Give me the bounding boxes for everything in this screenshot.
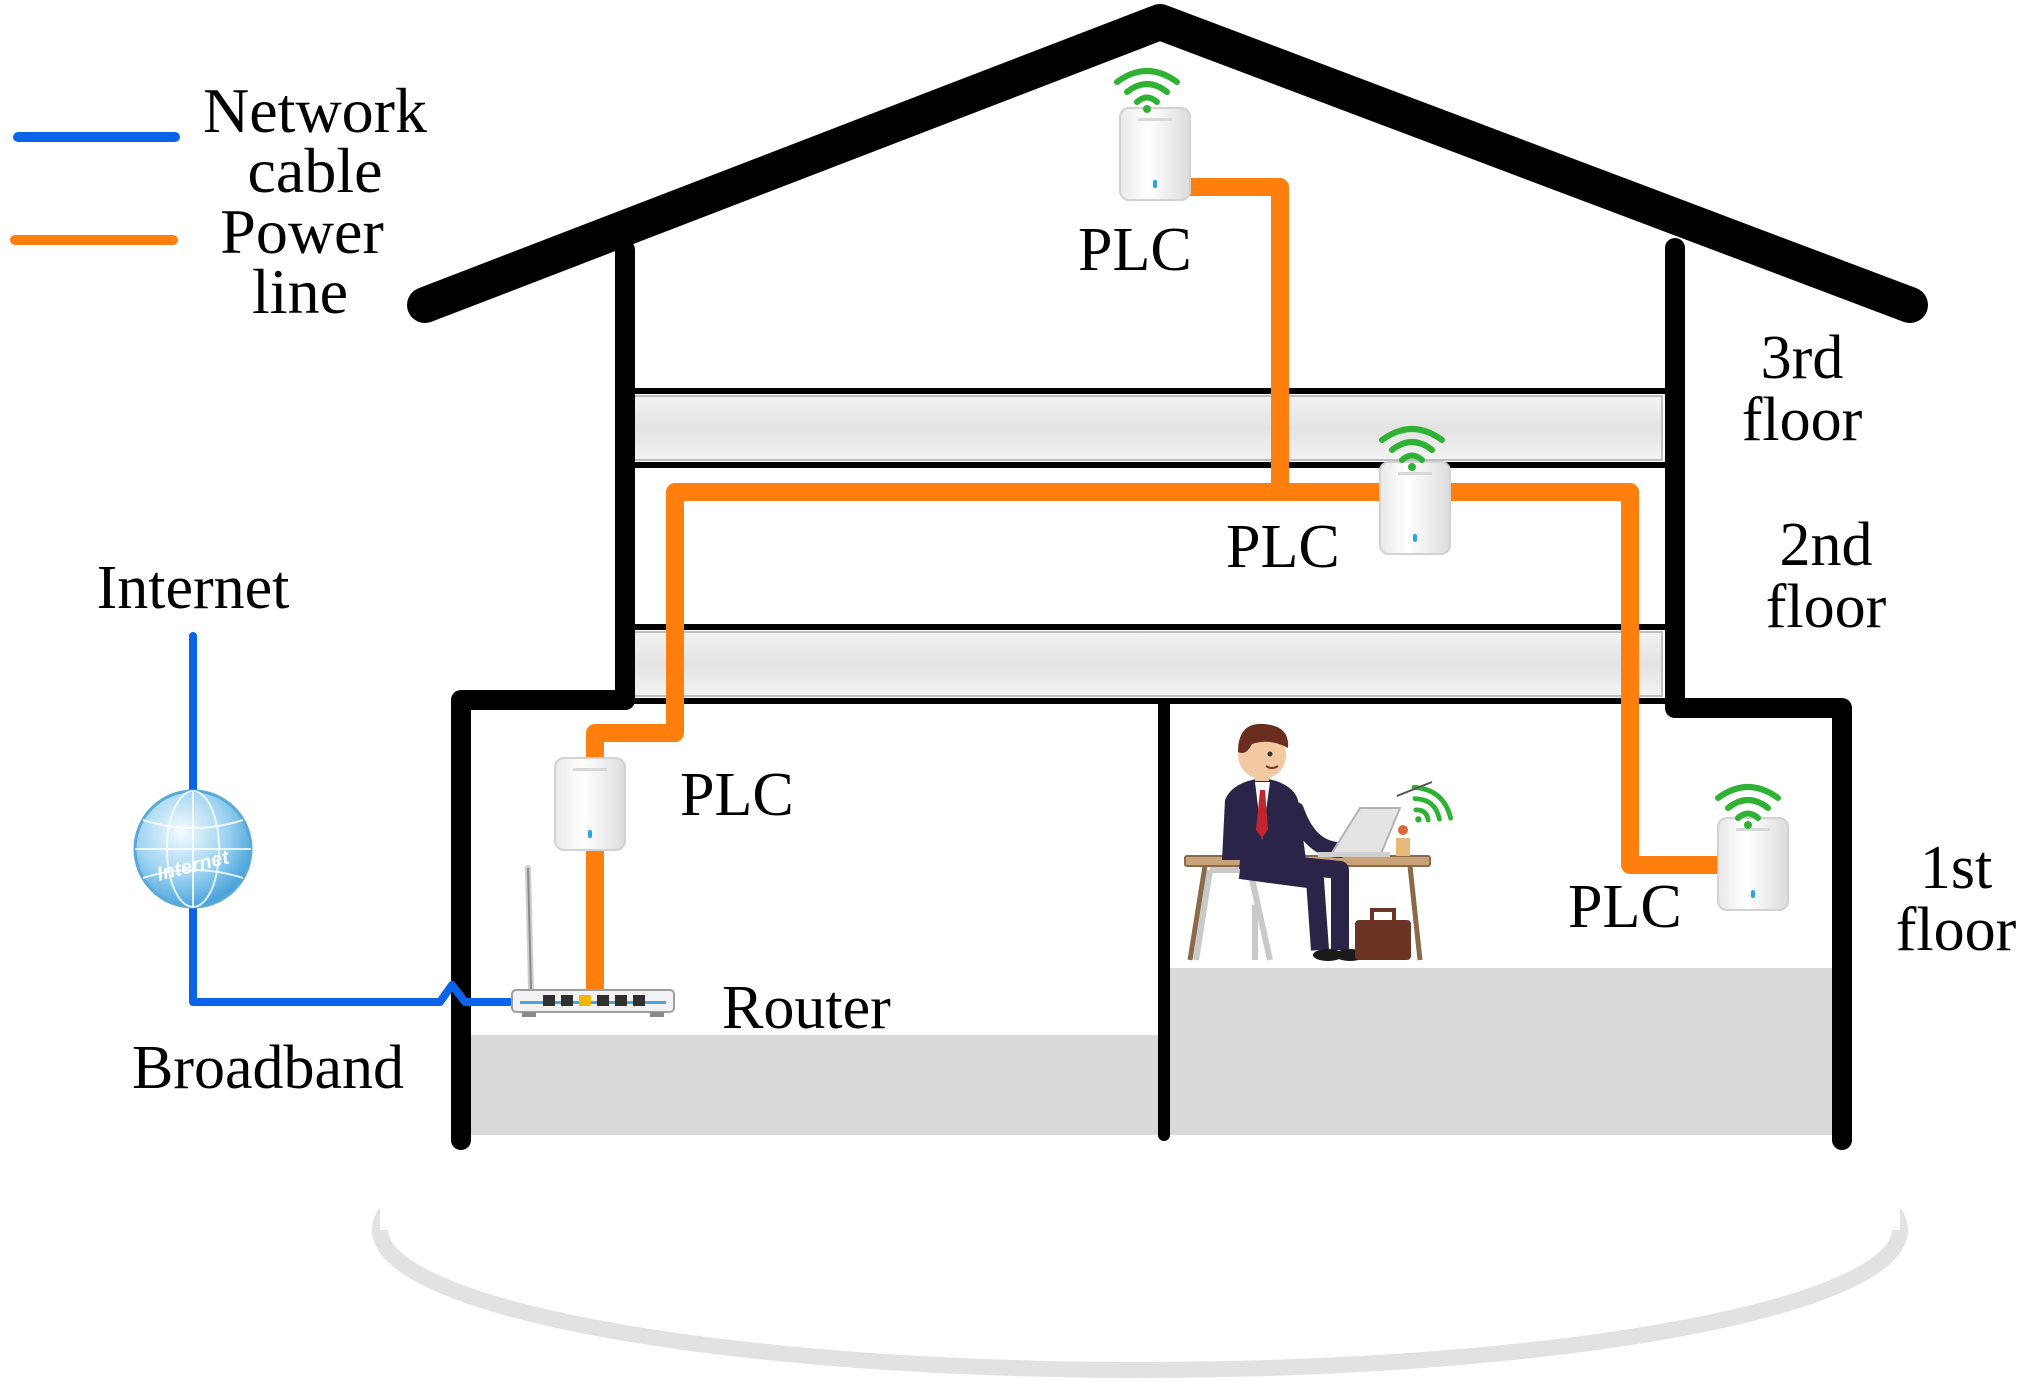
broadband-label: Broadband — [132, 1034, 404, 1102]
floor2-label-line2: floor — [1766, 573, 1887, 641]
network-cable-path — [189, 632, 514, 1006]
legend-power-line1: Power — [220, 196, 384, 267]
legend-network-line2: cable — [248, 135, 383, 206]
plc-adapter-icon — [1379, 461, 1451, 555]
plc-label-1st-floor-left: PLC — [680, 761, 794, 829]
floor3-label-line1: 3rd — [1761, 324, 1844, 392]
plc-adapter-icon — [1717, 817, 1789, 911]
plc-adapter-icon — [1119, 107, 1191, 201]
plc-label-1st-floor-right: PLC — [1568, 873, 1682, 941]
floor1-label-line2: floor — [1896, 896, 2017, 964]
internet-globe-icon: Internet — [133, 789, 253, 909]
legend-power-line2: line — [252, 256, 348, 327]
roof — [407, 4, 1928, 323]
internet-label: Internet — [97, 554, 290, 622]
floor-slab-2 — [629, 631, 1663, 697]
office-worker-icon — [1184, 723, 1456, 961]
floor3-label-line2: floor — [1742, 386, 1863, 454]
legend-network-line1: Network — [203, 75, 427, 146]
ground-floor-left — [466, 1035, 1161, 1135]
floor2-label-line1: 2nd — [1780, 511, 1873, 579]
house-structure — [407, 4, 1928, 1150]
plc-adapter-icon — [554, 757, 626, 851]
router-label: Router — [722, 974, 891, 1042]
floor-slab-3 — [629, 395, 1663, 461]
plc-label-2nd-floor: PLC — [1226, 513, 1340, 581]
floor1-label-line1: 1st — [1920, 834, 1992, 902]
router-icon — [511, 865, 675, 1017]
plc-label-3rd-floor: PLC — [1078, 216, 1192, 284]
legend: Network cable Power line — [10, 75, 427, 327]
wifi-signal-icon — [1117, 71, 1177, 113]
power-line-paths — [586, 178, 1725, 995]
ground-floor-right — [1166, 968, 1838, 1135]
